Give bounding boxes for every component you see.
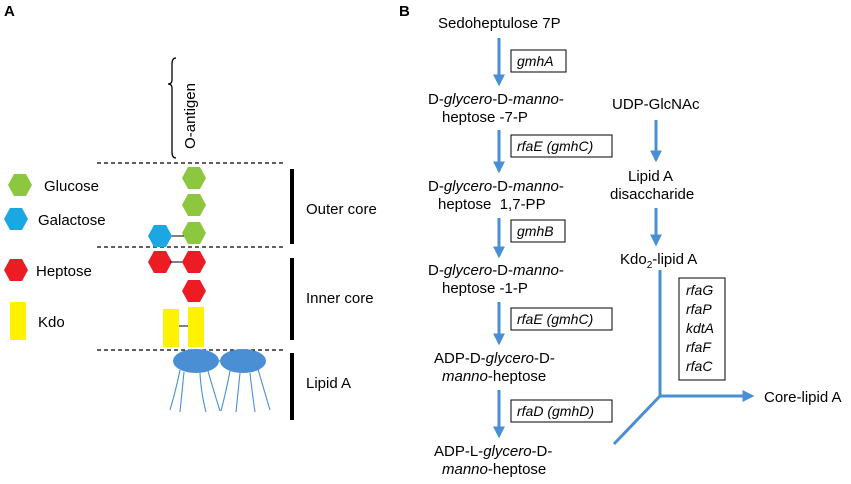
o-antigen-brace xyxy=(167,57,177,159)
gene-box-core xyxy=(678,277,726,381)
metabolite-heptose-1p-line2: heptose -1-P xyxy=(442,280,528,297)
metabolite-adp-l-heptose-line2: manno-heptose xyxy=(442,461,546,478)
glucose-hexagon xyxy=(182,222,206,244)
galactose-legend-icon xyxy=(4,208,28,230)
right-pathway-arrows xyxy=(650,120,755,402)
gene-box-rfad xyxy=(510,399,613,423)
metabolite-heptose-7p-line2: heptose -7-P xyxy=(442,109,528,126)
glucose-hexagon xyxy=(182,167,206,189)
metabolite-kdo2-lipid-a: Kdo2-lipid A xyxy=(620,251,697,271)
gene-kdta: kdtA xyxy=(686,320,714,336)
gene-gmhb: gmhB xyxy=(517,223,554,239)
core-lipid-a-convergence xyxy=(612,270,662,446)
gene-gmha: gmhA xyxy=(517,53,554,69)
metabolite-heptose-7p-line1: D-glycero-D-manno- xyxy=(428,91,564,108)
gene-rfae-1: rfaE (gmhC) xyxy=(517,138,593,154)
gene-rfap: rfaP xyxy=(686,301,712,317)
heptose-hexagon xyxy=(182,251,206,273)
metabolite-core-lipid-a: Core-lipid A xyxy=(764,389,842,406)
heptose-hexagon xyxy=(148,251,172,273)
metabolite-adp-d-heptose-line1: ADP-D-glycero-D- xyxy=(434,350,555,367)
lipid-a-glucosamine xyxy=(173,349,219,373)
region-outer-core: Outer core xyxy=(306,201,377,218)
metabolite-adp-d-heptose-line2: manno-heptose xyxy=(442,368,546,385)
kdo-legend-icon xyxy=(10,302,26,340)
panel-a-label: A xyxy=(4,3,15,20)
metabolite-udp-glcnac: UDP-GlcNAc xyxy=(612,96,700,113)
gene-rfac: rfaC xyxy=(686,358,713,374)
legend-galactose: Galactose xyxy=(38,212,106,229)
kdo-rect xyxy=(188,307,204,347)
gene-rfad: rfaD (gmhD) xyxy=(517,403,594,419)
gene-rfaf: rfaF xyxy=(686,339,712,355)
gene-box-gmhb xyxy=(510,219,566,243)
legend-glucose: Glucose xyxy=(44,178,99,195)
fatty-acid-chains xyxy=(169,368,271,413)
metabolite-lipid-a-line1: Lipid A xyxy=(628,168,673,185)
glucose-legend-icon xyxy=(8,174,32,196)
legend-kdo: Kdo xyxy=(38,314,65,331)
kdo-rect xyxy=(163,309,179,347)
metabolite-heptose-17pp-line1: D-glycero-D-manno- xyxy=(428,178,564,195)
heptose-hexagon xyxy=(182,280,206,302)
metabolite-adp-l-heptose-line1: ADP-L-glycero-D- xyxy=(434,443,552,460)
gene-box-rfae-2 xyxy=(510,307,613,331)
region-inner-core: Inner core xyxy=(306,290,374,307)
metabolite-heptose-17pp-line2: heptose 1,7-PP xyxy=(438,196,546,213)
gene-rfae-2: rfaE (gmhC) xyxy=(517,311,593,327)
lipid-a-glucosamine xyxy=(220,349,266,373)
gene-rfag: rfaG xyxy=(686,282,713,298)
gene-box-rfae-1 xyxy=(510,134,613,158)
heptose-legend-icon xyxy=(4,259,28,281)
metabolite-heptose-1p-line1: D-glycero-D-manno- xyxy=(428,262,564,279)
region-lipid-a: Lipid A xyxy=(306,375,351,392)
lps-structure xyxy=(148,167,271,413)
o-antigen-label: O-antigen xyxy=(182,83,199,149)
metabolite-lipid-a-line2: disaccharide xyxy=(610,186,694,203)
gene-box-gmha xyxy=(510,49,567,73)
galactose-hexagon xyxy=(148,225,172,247)
metabolite-sedoheptulose: Sedoheptulose 7P xyxy=(438,15,561,32)
panel-b-label: B xyxy=(399,3,410,20)
legend-heptose: Heptose xyxy=(36,263,92,280)
glucose-hexagon xyxy=(182,194,206,216)
